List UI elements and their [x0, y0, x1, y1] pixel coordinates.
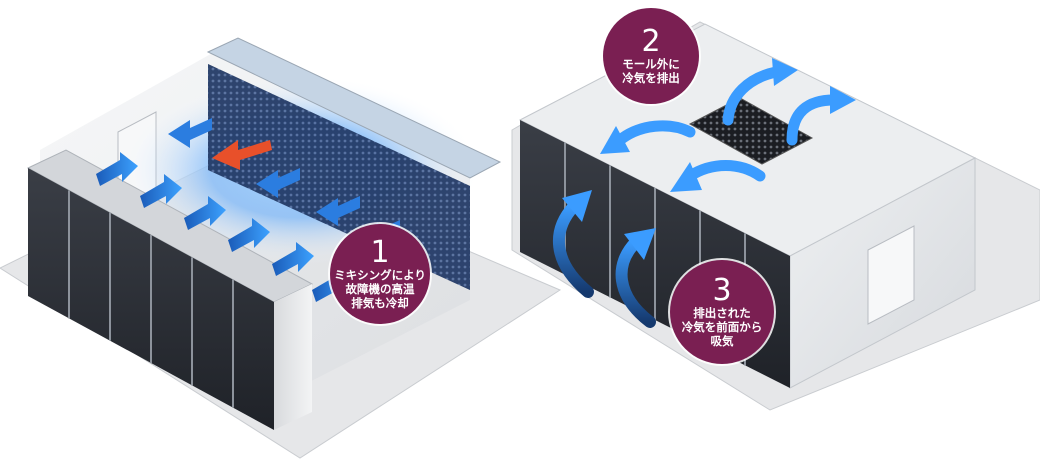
exhaust-arrow — [786, 94, 840, 146]
exhaust-arrow — [722, 66, 782, 126]
cool-arrow — [272, 242, 314, 276]
exhaust-arrow-head — [600, 126, 630, 154]
exhaust-arrow-head — [772, 58, 798, 86]
ceiling-vent — [688, 97, 814, 165]
cool-arrow — [256, 168, 300, 198]
cool-arrow — [184, 196, 226, 230]
step-2-number: 2 — [641, 24, 661, 59]
exhaust-arrow — [684, 160, 766, 182]
step-3-text: 排出された 冷気を前面から 吸気 — [681, 306, 763, 348]
cool-arrow — [96, 152, 138, 186]
intake-arrow — [615, 236, 656, 328]
left-room — [0, 37, 562, 459]
left-rack-dividers — [68, 190, 234, 408]
step-1-badge: 1 ミキシングにより 故障機の高温 排気も冷却 — [330, 224, 430, 324]
step-2-text: モール外に 冷気を排出 — [622, 57, 680, 85]
intake-arrow-head — [624, 228, 656, 260]
step-2-badge: 2 モール外に 冷気を排出 — [603, 8, 699, 104]
step-1-text: ミキシングにより 故障機の高温 排気も冷却 — [334, 268, 426, 310]
step-1-number: 1 — [370, 235, 390, 270]
cool-arrow — [140, 174, 182, 208]
cool-arrow — [228, 218, 270, 252]
cool-arrow — [316, 196, 360, 226]
intake-arrow — [552, 200, 594, 298]
right-airflow-arrows — [552, 58, 856, 328]
right-door — [867, 225, 915, 325]
exhaust-arrow-head — [670, 162, 702, 192]
exhaust-arrow-head — [830, 86, 856, 114]
step-3-number: 3 — [712, 273, 732, 308]
cool-arrow — [168, 118, 212, 148]
step-3-badge: 3 排出された 冷気を前面から 吸気 — [670, 260, 774, 364]
intake-arrow-head — [562, 190, 592, 222]
exhaust-arrow — [614, 120, 696, 146]
right-room — [511, 21, 1040, 411]
hot-arrow — [212, 140, 272, 170]
